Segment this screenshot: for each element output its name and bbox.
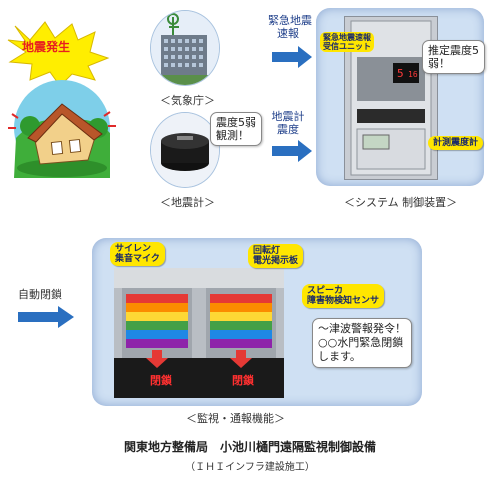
tag-speaker-line2: 障害物検知センサ [307,296,380,306]
monitoring-label: ＜監視・通報機能＞ [186,412,285,425]
seismometer-bubble-line1: 震度5弱 [216,116,256,129]
seismic-label-line2: 震度 [277,123,299,136]
control-unit-label: 緊急地震速報 受信ユニット [320,32,374,52]
seismometer-bubble: 震度5弱 観測！ [210,112,262,146]
seismometer-image [150,112,220,188]
eew-label-line2: 速報 [277,27,299,40]
jma-label: ＜気象庁＞ [160,94,215,107]
gate-right-text: 閉鎖 [232,374,254,387]
auto-close-label: 自動閉鎖 [18,288,62,301]
earthquake-label: 地震発生 [22,40,71,54]
svg-text:5: 5 [397,67,404,80]
control-unit-label-line1: 緊急地震速報 [323,33,371,42]
tag-speaker: スピーカ 障害物検知センサ [302,284,385,308]
gate-photo [114,268,284,398]
caption-subtitle: （ＩＨＩインフラ建設施工） [185,462,315,473]
announce-line3: します。 [318,350,361,363]
caption-title: 関東地方整備局 小池川樋門遠隔監視制御設備 [123,440,376,454]
eew-label-line1: 緊急地震 [268,14,312,27]
seismic-label: 地震計 震度 [268,110,308,136]
eew-label: 緊急地震 速報 [268,14,312,40]
arrow-eew-icon [272,46,312,68]
tag-lamp: 回転灯 電光掲示板 [248,244,304,268]
announce-line2: ○○水門緊急閉鎖 [318,336,404,349]
tag-lamp-line1: 回転灯 [253,246,281,256]
svg-text:16: 16 [408,70,418,79]
tag-siren: サイレン 集音マイク [110,242,165,266]
seismometer-bubble-line2: 観測！ [216,129,249,142]
gate-left-text: 閉鎖 [150,374,172,387]
earthquake-illustration [0,18,135,178]
control-bubble-line1: 推定震度5 [428,44,479,57]
meter-label: 計測震度計 [428,136,484,150]
announcement-bubble: ～津波警報発令！ ○○水門緊急閉鎖 します。 [312,318,412,368]
arrow-seismic-icon [272,140,312,162]
tag-siren-line1: サイレン [115,244,152,254]
tag-lamp-line2: 電光掲示板 [253,256,299,266]
announce-line1: ～津波警報発令！ [318,322,406,335]
control-bubble-line2: 弱！ [428,57,450,70]
control-system-bubble: 推定震度5 弱！ [422,40,485,74]
jma-building-image [150,10,220,86]
arrow-auto-close-icon [18,306,74,328]
control-unit-label-line2: 受信ユニット [323,42,371,51]
tag-siren-line2: 集音マイク [115,254,160,264]
tag-speaker-line1: スピーカ [307,286,344,296]
seismic-label-line1: 地震計 [271,110,305,123]
control-system-label: ＜システム 制御装置＞ [344,196,458,209]
seismometer-label: ＜地震計＞ [160,196,215,209]
